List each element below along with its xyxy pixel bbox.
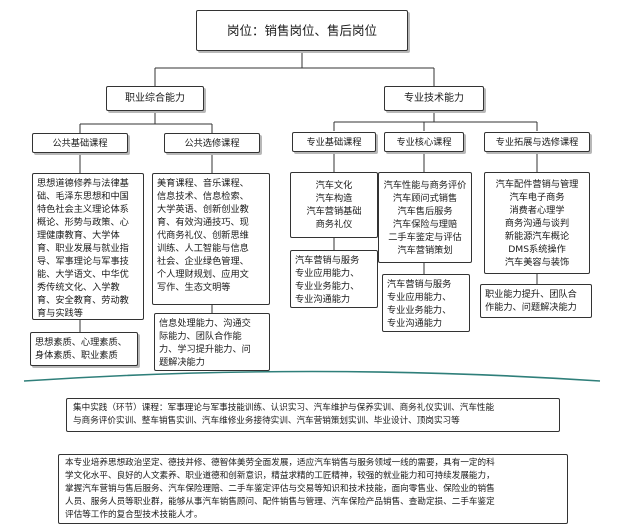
course-line: 汽车营销基础 — [306, 206, 362, 217]
summary-box: 本专业培养思想政治坚定、德技并修、德智体美劳全面发展，适应汽车销售与服务领域一线… — [58, 454, 568, 524]
course-line: 新能源汽车概论 — [504, 230, 570, 242]
ability-line: 身体素质、职业素质 — [35, 350, 118, 361]
ability-line: 汽车营销与服务 — [387, 279, 452, 290]
public-basic-box: 公共基础课程 — [32, 133, 128, 153]
course-line: 商务沟通与谈判 — [504, 217, 570, 229]
course-line: 概论、形势与政策、心 — [37, 217, 129, 228]
professional-ability-box: 专业技术能力 — [384, 86, 484, 111]
general-ability-box: 职业综合能力 — [106, 86, 204, 111]
course-line: 理健康教育、大学体 — [37, 230, 120, 241]
ability-line: 信息处理能力、沟通交 — [159, 318, 251, 329]
ability-line: 专业业务能力、 — [387, 305, 452, 316]
course-line: 育、安全教育、劳动教 — [37, 295, 129, 306]
course-line: 础、毛泽东思想和中国 — [37, 191, 129, 202]
course-line: 汽车保险与理赔 — [392, 218, 458, 230]
pro-basic-label: 专业基础课程 — [306, 136, 362, 148]
pro-basic-box: 专业基础课程 — [292, 132, 376, 152]
pro-core-abilities: 汽车营销与服务 专业应用能力、 专业业务能力、 专业沟通能力 — [382, 274, 470, 332]
course-line: 大学英语、创新创业教 — [157, 204, 249, 215]
ability-line: 专业沟通能力 — [387, 318, 443, 329]
pro-core-courses: 汽车性能与商务评价 汽车顾问式销售 汽车售后服务 汽车保险与理赔 二手车鉴定与评… — [378, 172, 472, 263]
pro-basic-courses: 汽车文化 汽车构造 汽车营销基础 商务礼仪 — [290, 172, 378, 238]
public-basic-abilities: 思想素质、心理素质、 身体素质、职业素质 — [30, 332, 138, 366]
public-elective-abilities: 信息处理能力、沟通交 际能力、团队合作能 力、学习提升能力、问 题解决能力 — [154, 313, 270, 371]
course-line: 育与实践等 — [37, 308, 83, 319]
root-box: 岗位：销售岗位、售后岗位 — [196, 10, 408, 51]
ability-line: 专业应用能力、 — [387, 292, 452, 303]
course-line: 代商务礼仪、创新思维 — [157, 230, 249, 241]
practice-line: 与商务评价实训、整车销售实训、汽车维修业务接待实训、汽车营销策划实训、毕业设计、… — [73, 416, 460, 426]
pro-ext-abilities: 职业能力提升、团队合 作能力、问题解决能力 — [480, 284, 592, 318]
course-line: 汽车营销策划 — [397, 244, 453, 256]
ability-line: 际能力、团队合作能 — [159, 331, 242, 342]
course-line: 育、有效沟通技巧、现 — [157, 217, 249, 228]
course-line: 商务礼仪 — [315, 219, 353, 230]
public-basic-label: 公共基础课程 — [52, 137, 108, 149]
ability-line: 思想素质、心理素质、 — [35, 337, 127, 348]
professional-ability-label: 专业技术能力 — [404, 93, 464, 104]
course-line: 汽车美容与装饰 — [504, 256, 570, 268]
pro-core-box: 专业核心课程 — [384, 132, 464, 152]
ability-line: 力、学习提升能力、问 — [159, 344, 251, 355]
course-line: 育、职业发展与就业指 — [37, 243, 129, 254]
course-line: 汽车售后服务 — [397, 205, 453, 217]
course-line: 消费者心理学 — [509, 204, 565, 216]
summary-line: 掌握汽车营销与售后服务、汽车保险理赔、二手车鉴定评估与交易等知识和技术技能，面向… — [65, 484, 495, 494]
course-line: 汽车顾问式销售 — [392, 192, 458, 204]
general-ability-label: 职业综合能力 — [125, 93, 185, 104]
course-line: 导、军事理论与军事技 — [37, 256, 129, 267]
course-line: 能、大学语文、中华优 — [37, 269, 129, 280]
course-line: 汽车构造 — [315, 193, 353, 204]
ability-line: 题解决能力 — [159, 357, 205, 368]
course-line: 信息技术、信息检索、 — [157, 191, 249, 202]
public-elective-box: 公共选修课程 — [164, 133, 260, 153]
ability-line: 汽车营销与服务 — [295, 255, 360, 266]
course-line: 社会、企业绿色管理、 — [157, 256, 249, 267]
root-title: 岗位：销售岗位、售后岗位 — [226, 23, 377, 38]
ability-line: 专业业务能力、 — [295, 281, 360, 292]
ability-line: 专业应用能力、 — [295, 268, 360, 279]
practice-box: 集中实践（环节）课程：军事理论与军事技能训练、认识实习、汽车维护与保养实训、商务… — [66, 398, 560, 432]
course-line: 汽车文化 — [315, 180, 353, 191]
course-line: 汽车配件营销与管理 — [495, 178, 579, 190]
course-line: 美育课程、音乐课程、 — [157, 178, 249, 189]
course-line: 训练、人工智能与信息 — [157, 243, 249, 254]
course-line: 二手车鉴定与评估 — [388, 231, 462, 243]
course-line: DMS系统操作 — [508, 243, 566, 255]
pro-basic-abilities: 汽车营销与服务 专业应用能力、 专业业务能力、 专业沟通能力 — [290, 250, 378, 308]
course-line: 汽车性能与商务评价 — [383, 179, 467, 191]
summary-line: 本专业培养思想政治坚定、德技并修、德智体美劳全面发展，适应汽车销售与服务领域一线… — [65, 458, 495, 468]
course-line: 秀传统文化、入学教 — [37, 282, 120, 293]
practice-line: 集中实践（环节）课程：军事理论与军事技能训练、认识实习、汽车维护与保养实训、商务… — [73, 403, 495, 413]
course-line: 思想道德修养与法律基 — [37, 178, 129, 189]
course-line: 汽车电子商务 — [509, 191, 565, 203]
ability-line: 专业沟通能力 — [295, 294, 351, 305]
ability-line: 作能力、问题解决能力 — [485, 302, 577, 313]
public-elective-label: 公共选修课程 — [184, 137, 240, 149]
summary-line: 评估等工作的复合型技术技能人才。 — [65, 510, 203, 520]
course-line: 个人理财规划、应用文 — [157, 269, 249, 280]
public-elective-courses: 美育课程、音乐课程、 信息技术、信息检索、 大学英语、创新创业教 育、有效沟通技… — [152, 173, 270, 305]
ability-line: 职业能力提升、团队合 — [485, 289, 577, 300]
pro-ext-label: 专业拓展与选修课程 — [495, 136, 579, 148]
summary-line: 人员、服务人员等职业群，能够从事汽车销售顾问、配件销售与管理、汽车保险产品销售、… — [65, 497, 495, 507]
pro-ext-courses: 汽车配件营销与管理 汽车电子商务 消费者心理学 商务沟通与谈判 新能源汽车概论 … — [484, 172, 590, 274]
pro-ext-box: 专业拓展与选修课程 — [484, 132, 590, 152]
summary-line: 学文化水平、良好的人文素养、职业道德和创新意识，精益求精的工匠精神，较强的就业能… — [65, 471, 495, 481]
course-line: 写作、生态文明等 — [157, 282, 231, 293]
pro-core-label: 专业核心课程 — [396, 136, 452, 148]
public-basic-courses: 思想道德修养与法律基 础、毛泽东思想和中国 特色社会主义理论体系 概论、形势与政… — [32, 173, 144, 320]
course-line: 特色社会主义理论体系 — [37, 204, 129, 215]
